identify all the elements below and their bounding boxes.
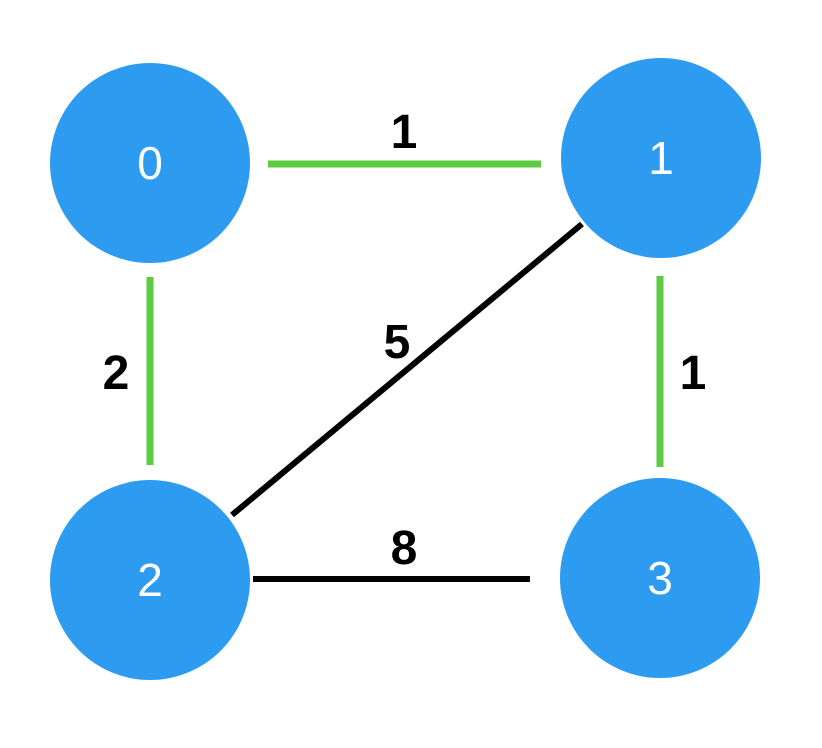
edge-weights-layer: 1 2 1 5 8 <box>103 106 707 575</box>
node-label-3: 3 <box>647 552 673 604</box>
node-label-1: 1 <box>648 132 674 184</box>
node-0[interactable] <box>50 63 250 263</box>
edge-weight-1-2: 5 <box>384 316 411 369</box>
edges-layer <box>146 160 664 582</box>
edge-weight-2-3: 8 <box>391 522 418 575</box>
node-3[interactable] <box>560 478 760 678</box>
node-2[interactable] <box>50 480 250 680</box>
edge-weight-0-2: 2 <box>103 347 130 400</box>
node-label-2: 2 <box>137 554 163 606</box>
node-1[interactable] <box>561 58 761 258</box>
edge-weight-0-1: 1 <box>391 106 418 159</box>
node-label-0: 0 <box>137 137 163 189</box>
edge-1-2 <box>230 221 584 518</box>
edge-weight-1-3: 1 <box>680 347 707 400</box>
nodes-layer: 0 1 2 3 <box>50 58 761 680</box>
